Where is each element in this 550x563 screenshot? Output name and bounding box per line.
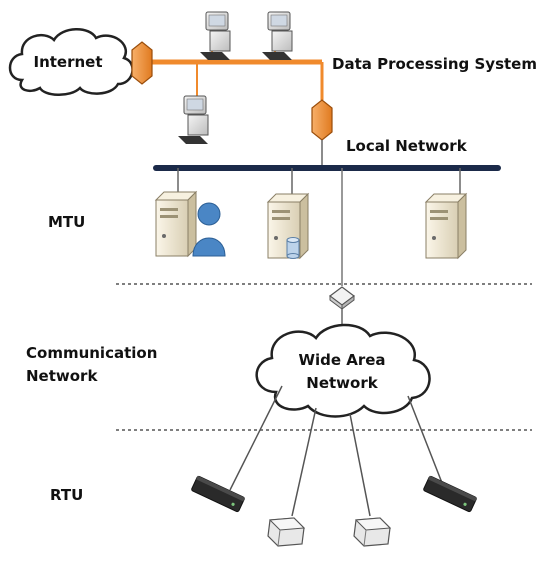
workstation-icon xyxy=(178,95,209,144)
rtu-device-icon xyxy=(353,517,392,547)
router-icon xyxy=(329,286,355,310)
internet-label: Internet xyxy=(33,53,102,71)
database-icon xyxy=(286,237,300,259)
data-processing-label: Data Processing System xyxy=(332,55,537,73)
cloud-icon xyxy=(8,28,134,96)
workstation-icon xyxy=(262,11,293,60)
server-icon xyxy=(424,192,468,260)
rtu-device-icon xyxy=(191,475,245,513)
firewall-icon xyxy=(311,99,333,141)
rtu-device-icon xyxy=(423,475,477,513)
network-label: Network xyxy=(26,367,98,385)
workstation-icon xyxy=(200,11,231,60)
firewall-icon xyxy=(131,41,153,85)
rtu-device-icon xyxy=(267,517,306,547)
local-network-label: Local Network xyxy=(346,137,468,155)
wan-to-rtu-4 xyxy=(407,395,445,489)
wan-to-rtu-2 xyxy=(291,407,317,517)
cloud-icon xyxy=(255,323,431,418)
wan-to-rtu-3 xyxy=(349,413,371,517)
wan-label-line2: Network xyxy=(306,374,378,392)
server-icon xyxy=(154,190,198,258)
wan-cloud: Wide Area Network xyxy=(255,323,431,418)
mtu-label: MTU xyxy=(48,213,85,231)
communication-label: Communication xyxy=(26,344,157,362)
wan-to-rtu-1 xyxy=(229,385,283,491)
wan-label-line1: Wide Area xyxy=(298,351,385,369)
internet-cloud: Internet xyxy=(8,28,134,96)
user-icon xyxy=(192,202,226,257)
rtu-label: RTU xyxy=(50,486,83,504)
